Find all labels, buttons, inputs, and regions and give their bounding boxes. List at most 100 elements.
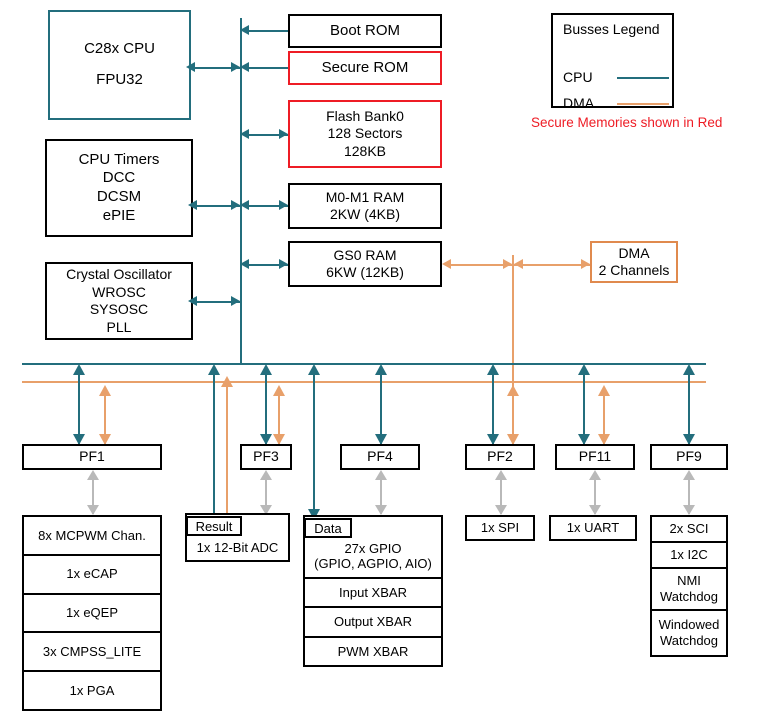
gpio-block: 27x GPIO (GPIO, AGPIO, AIO) Input XBAR O… [303, 515, 443, 667]
cpu-drop-pf3 [265, 366, 267, 444]
pf-block-pf9[interactable]: PF9 [650, 444, 728, 470]
memory-flash-bank0: Flash Bank0 128 Sectors 128KB [288, 100, 442, 168]
dma-arrow-gs0-right [503, 259, 512, 269]
osc-line-2: WROSC [92, 283, 146, 300]
dma-drop-pf2-arrow-up [507, 385, 519, 396]
link-pf9-arrow-down [683, 505, 695, 515]
dma-drop-pf2 [512, 392, 514, 444]
dma-drop-pf11-arrow-down [598, 434, 610, 445]
dma-line-1: DMA [618, 244, 650, 261]
note-line-2: shown in Red [640, 115, 723, 130]
link-pf4-to-gpio [380, 472, 382, 514]
osc-line-1: Crystal Oscillator [66, 266, 172, 282]
link-pf11-to-uart [594, 472, 596, 514]
pf-block-pf3[interactable]: PF3 [240, 444, 292, 470]
pf2-label: PF2 [487, 448, 513, 465]
dma-bus-horizontal [22, 381, 706, 383]
memory-boot-rom: Boot ROM [288, 14, 442, 48]
gpio-cell-gpio[interactable]: 27x GPIO (GPIO, AGPIO, AIO) [305, 517, 441, 579]
dma-drop-pf3-arrow-up [273, 385, 285, 396]
timers-line-2: DCC [102, 169, 136, 187]
pf1-stack-item-1[interactable]: 1x eCAP [24, 556, 160, 595]
cpu-drop-pf9-arrow-up [683, 364, 695, 375]
cpu-link-flash [245, 134, 288, 136]
cpu-drop-pf4-arrow-up [375, 364, 387, 375]
cpu-link-secure-rom [245, 67, 288, 69]
pf1-stack-item-0[interactable]: 8x MCPWM Chan. [24, 517, 160, 556]
dma-drop-pf3 [278, 392, 280, 444]
sci-peripheral-stack: 2x SCI 1x I2C NMI Watchdog Windowed Watc… [650, 515, 728, 657]
flash-line-3: 128KB [343, 142, 387, 159]
dma-bus-vertical-spine [512, 255, 514, 390]
cpu-bus-vertical-spine [240, 18, 242, 364]
cpu-arrow-osc-left [188, 296, 197, 306]
link-pf3-to-adc [265, 472, 267, 514]
cpu-link-c28x-to-spine [191, 67, 240, 69]
cpu-arrow-flash-right [279, 129, 288, 139]
cpu-drop-pf1-arrow-up [73, 364, 85, 375]
link-pf4-arrow-up [375, 470, 387, 480]
sci-stack-item-3[interactable]: Windowed Watchdog [652, 611, 726, 655]
link-pf9-to-sci [688, 472, 690, 514]
cpu-link-osc [193, 301, 240, 303]
uart-block[interactable]: 1x UART [549, 515, 637, 541]
link-pf1-arrow-down [87, 505, 99, 515]
cpu-timers-block: CPU Timers DCC DCSM ePIE [45, 139, 193, 237]
link-pf2-arrow-up [495, 470, 507, 480]
cpu-drop-gpio-arrow-up [308, 364, 320, 375]
cpu-arrow-m0m1-left [240, 200, 249, 210]
cpu-drop-pf1 [78, 366, 80, 444]
link-pf11-arrow-down [589, 505, 601, 515]
pf-block-pf11[interactable]: PF11 [555, 444, 635, 470]
m0m1-line-1: M0-M1 RAM [325, 188, 405, 205]
timers-line-1: CPU Timers [78, 150, 160, 168]
sci-stack-item-2[interactable]: NMI Watchdog [652, 569, 726, 611]
legend-line-dma [617, 103, 669, 105]
cpu-arrow-secure-rom-left [240, 62, 249, 72]
cpu-drop-pf11-arrow-up [578, 364, 590, 375]
cpu-drop-pf2 [492, 366, 494, 444]
adc-body[interactable]: 1x 12-Bit ADC [196, 540, 279, 556]
dma-line-2: 2 Channels [598, 262, 670, 278]
gpio-line-2: (GPIO, AGPIO, AIO) [314, 556, 432, 572]
cpu-drop-pf9-arrow-down [683, 434, 695, 445]
flash-line-2: 128 Sectors [327, 125, 403, 142]
cpu-drop-pf1-arrow-down [73, 434, 85, 445]
adc-result-tab[interactable]: Result [186, 516, 242, 536]
link-pf1-to-stack [92, 472, 94, 514]
gpio-cell-output-xbar[interactable]: Output XBAR [305, 608, 441, 638]
secure-rom-line-1: Secure ROM [321, 58, 409, 76]
memory-m0-m1-ram: M0-M1 RAM 2KW (4KB) [288, 183, 442, 229]
legend-line-cpu [617, 77, 669, 79]
gpio-cell-pwm-xbar[interactable]: PWM XBAR [337, 643, 409, 659]
link-pf2-arrow-down [495, 505, 507, 515]
cpu-drop-pf4 [380, 366, 382, 444]
cpu-arrow-c28x-right [231, 62, 240, 72]
legend-label-cpu: CPU [563, 69, 593, 85]
pf-block-pf1[interactable]: PF1 [22, 444, 162, 470]
cpu-drop-gpio [313, 366, 315, 518]
sci-stack-item-0[interactable]: 2x SCI [652, 517, 726, 543]
pf1-stack-item-2[interactable]: 1x eQEP [24, 595, 160, 634]
cpu-drop-pf11-arrow-down [578, 434, 590, 445]
pf-block-pf2[interactable]: PF2 [465, 444, 535, 470]
cpu-drop-gpio-arrow-down [308, 509, 320, 520]
adc-result-label: Result [195, 518, 233, 534]
flash-line-1: Flash Bank0 [326, 107, 404, 124]
pf1-stack-item-4[interactable]: 1x PGA [69, 682, 115, 698]
gpio-cell-input-xbar[interactable]: Input XBAR [305, 579, 441, 609]
dma-link-gs0 [447, 264, 512, 266]
dma-drop-adc [226, 383, 228, 516]
sci-stack-item-1[interactable]: 1x I2C [652, 543, 726, 569]
gpio-data-tab[interactable]: Data [304, 518, 352, 538]
spi-block[interactable]: 1x SPI [465, 515, 535, 541]
cpu-bus-horizontal [22, 363, 706, 365]
osc-line-3: SYSOSC [89, 301, 149, 317]
gs0-line-2: 6KW (12KB) [326, 264, 404, 280]
gpio-data-label: Data [314, 520, 342, 536]
pf1-stack-item-3[interactable]: 3x CMPSS_LITE [24, 633, 160, 673]
busses-legend: Busses Legend CPU DMA [551, 13, 674, 111]
note-line-1: Secure Memories [531, 115, 637, 130]
link-pf3-arrow-up [260, 470, 272, 480]
pf-block-pf4[interactable]: PF4 [340, 444, 420, 470]
